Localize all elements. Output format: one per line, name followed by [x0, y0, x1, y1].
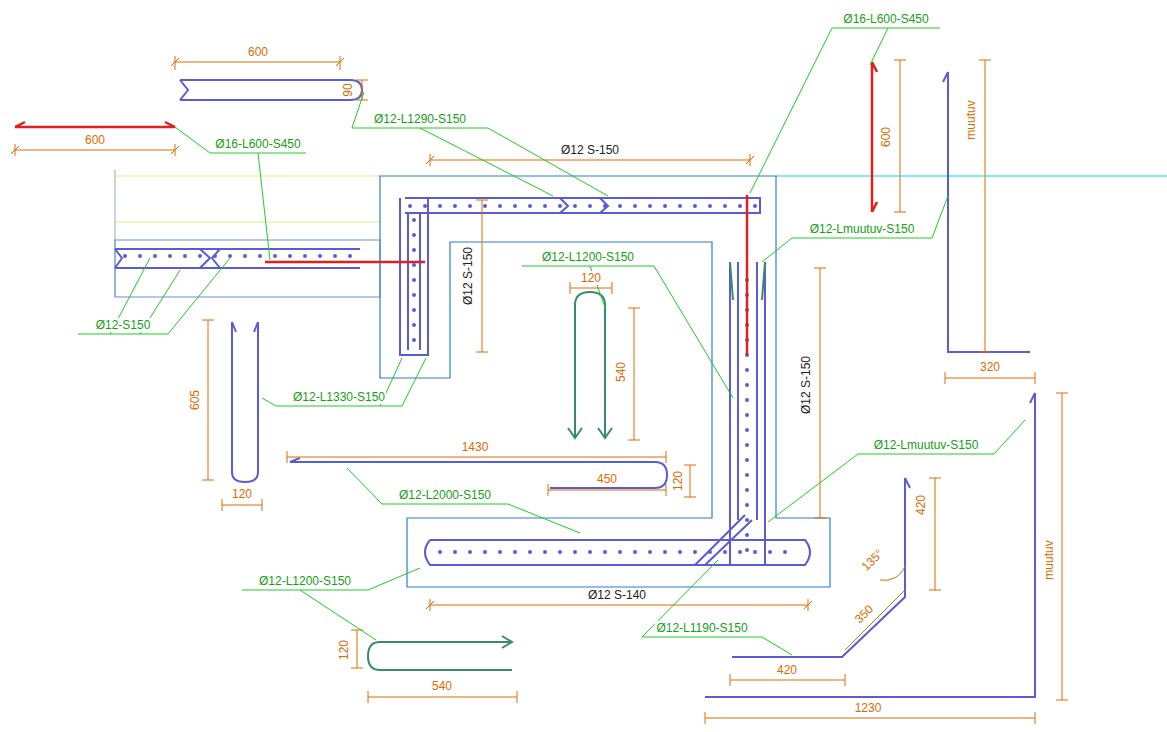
spacing-dimension: Ø12 S-150 — [461, 246, 475, 306]
dimension-text: 540 — [614, 361, 628, 383]
dimension-text: 120 — [580, 271, 602, 285]
bar-callout: Ø12-L1200-S150 — [541, 250, 635, 264]
dimension-text: 350 — [851, 601, 876, 626]
bar-callout: Ø12-S150 — [95, 318, 152, 332]
dimension-text: 120 — [337, 639, 351, 661]
dimension-text: 120 — [671, 470, 685, 492]
dimension-text: muutuv — [1042, 539, 1056, 580]
bar-callout: Ø16-L600-S450 — [842, 12, 929, 26]
bar-callout: Ø12-Lmuutuv-S150 — [873, 438, 980, 452]
dimension-text: 450 — [596, 472, 618, 486]
bar-callout: Ø12-L1190-S150 — [655, 621, 748, 635]
bar-callout: Ø12-L1200-S150 — [258, 574, 352, 588]
dimension-text: 600 — [879, 126, 893, 148]
bar-callout: Ø12-L2000-S150 — [398, 488, 492, 502]
dimension-text: 320 — [979, 360, 1001, 374]
dimension-text: 540 — [431, 679, 453, 693]
spacing-dimension: Ø12 S-150 — [799, 355, 813, 415]
bar-callout: Ø12-L1330-S150 — [292, 390, 386, 404]
dimension-text: 420 — [776, 663, 798, 677]
spacing-dimension: Ø12 S-140 — [587, 588, 647, 602]
bar-callout: Ø16-L600-S450 — [214, 137, 301, 151]
dimension-text: 90 — [341, 82, 355, 97]
dimension-text: muutuv — [964, 99, 978, 140]
bar-callout: Ø12-Lmuutuv-S150 — [809, 222, 916, 236]
dimension-text: 1230 — [854, 701, 883, 715]
dimension-text: 420 — [914, 494, 928, 516]
bar-callout: Ø12-L1290-S150 — [373, 112, 467, 126]
dimension-text: 135° — [858, 546, 887, 575]
dimension-text: 120 — [231, 487, 253, 501]
dimension-text: 605 — [188, 389, 202, 411]
dimension-text: 1430 — [461, 440, 490, 454]
spacing-dimension: Ø12 S-150 — [560, 143, 620, 157]
dimension-text: 600 — [247, 45, 269, 59]
dimension-text: 600 — [84, 133, 106, 147]
